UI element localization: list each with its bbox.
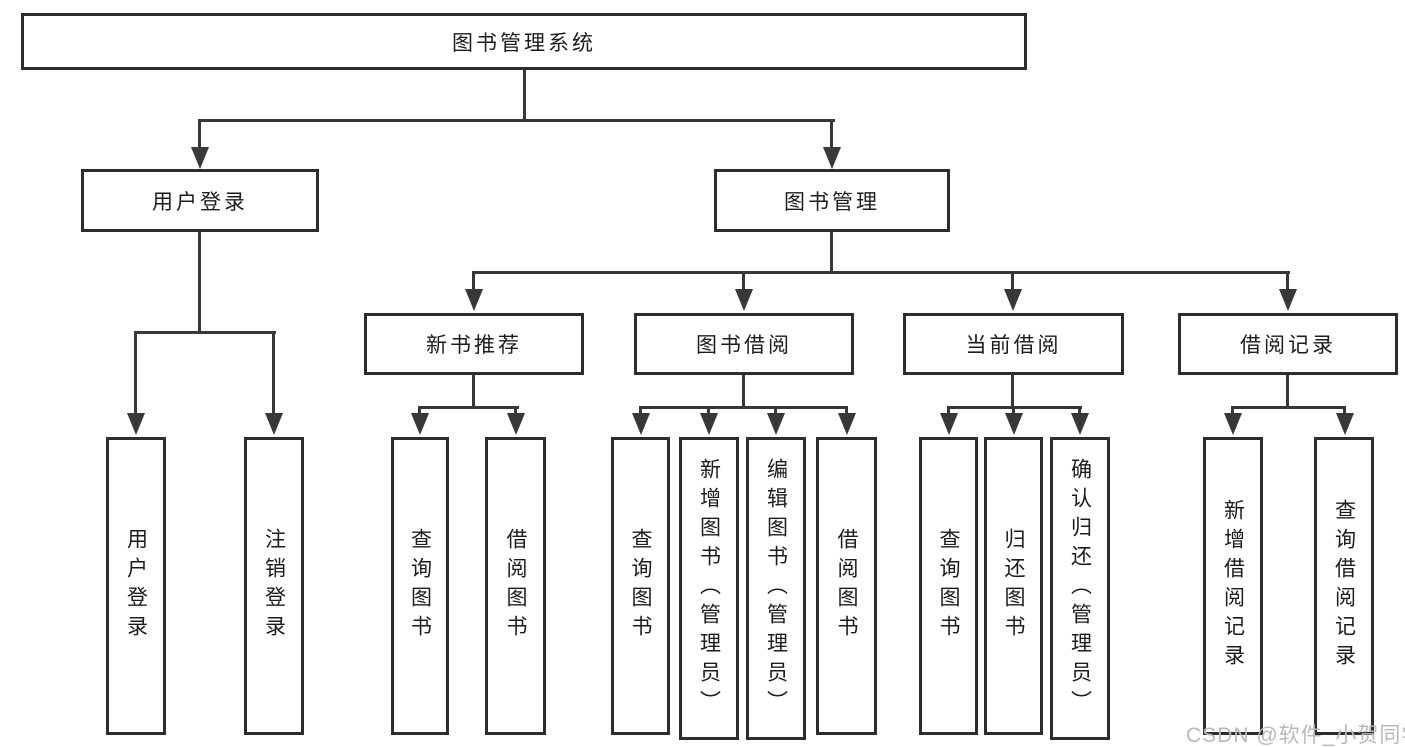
arrow-down-icon — [1004, 289, 1022, 311]
connector-line — [198, 232, 201, 333]
node-book-borrow-label: 图书借阅 — [696, 334, 792, 357]
connector-line — [639, 406, 642, 416]
connector-line — [472, 271, 1290, 274]
arrow-down-icon — [507, 413, 525, 435]
leaf-current-query-book: 查询图书 — [919, 437, 978, 735]
leaf-label: 归还图书 — [1002, 528, 1025, 644]
connector-line — [1231, 406, 1346, 409]
connector-line — [134, 331, 276, 334]
node-root-label: 图书管理系统 — [452, 31, 596, 55]
node-book-management: 图书管理 — [714, 169, 950, 232]
arrow-down-icon — [411, 413, 429, 435]
leaf-borrow-edit-book-admin: 编辑图书（管理员） — [746, 437, 806, 740]
connector-line — [1012, 406, 1015, 416]
leaf-records-query-borrow-record: 查询借阅记录 — [1314, 437, 1374, 735]
arrow-down-icon — [191, 147, 209, 169]
node-current-borrow: 当前借阅 — [903, 313, 1124, 375]
connector-line — [1011, 271, 1014, 291]
node-root-library-system: 图书管理系统 — [21, 13, 1027, 70]
leaf-current-confirm-return-admin: 确认归还（管理员） — [1050, 437, 1110, 740]
connector-line — [472, 271, 475, 291]
leaf-label: 新增借阅记录 — [1221, 499, 1245, 673]
leaf-label: 用户登录 — [124, 528, 148, 644]
leaf-borrow-query-book: 查询图书 — [611, 437, 670, 735]
node-current-borrow-label: 当前借阅 — [965, 334, 1062, 357]
connector-line — [418, 406, 421, 416]
leaf-label: 查询图书 — [937, 528, 960, 644]
arrow-down-icon — [823, 147, 841, 169]
arrow-down-icon — [1336, 413, 1354, 435]
arrow-down-icon — [1005, 413, 1023, 435]
arrow-down-icon — [767, 413, 785, 435]
leaf-label: 注销登录 — [262, 528, 286, 644]
connector-line — [198, 119, 835, 122]
leaf-label: 查询图书 — [629, 528, 652, 644]
node-book-management-label: 图书管理 — [784, 190, 880, 214]
arrow-down-icon — [735, 289, 753, 311]
connector-line — [134, 331, 137, 415]
leaf-recommend-borrow-book: 借阅图书 — [485, 437, 546, 735]
arrow-down-icon — [1071, 413, 1089, 435]
arrow-down-icon — [838, 413, 856, 435]
connector-line — [830, 232, 833, 273]
connector-line — [1011, 375, 1014, 408]
arrow-down-icon — [1224, 413, 1242, 435]
node-new-book-recommend: 新书推荐 — [364, 313, 584, 375]
leaf-label: 确认归还（管理员） — [1068, 458, 1092, 719]
leaf-label: 借阅图书 — [835, 528, 858, 644]
connector-line — [1231, 406, 1234, 416]
node-book-borrow: 图书借阅 — [634, 313, 854, 375]
leaf-label: 查询借阅记录 — [1332, 499, 1356, 673]
connector-line — [845, 406, 848, 416]
leaf-borrow-add-book-admin: 新增图书（管理员） — [679, 437, 739, 740]
connector-line — [1078, 406, 1081, 416]
connector-line — [514, 406, 517, 416]
leaf-label: 查询图书 — [408, 528, 432, 644]
leaf-borrow-borrow-book: 借阅图书 — [816, 437, 877, 735]
connector-line — [947, 406, 950, 416]
connector-line — [774, 406, 777, 416]
connector-line — [639, 406, 848, 409]
leaf-login-logout: 注销登录 — [244, 437, 304, 735]
node-new-book-recommend-label: 新书推荐 — [426, 334, 522, 357]
leaf-login-user-login: 用户登录 — [106, 437, 166, 735]
connector-line — [418, 406, 519, 409]
arrow-down-icon — [265, 413, 283, 435]
node-user-login-label: 用户登录 — [152, 190, 248, 214]
watermark: CSDN @软件_小贺同学 — [1186, 724, 1405, 747]
connector-line — [472, 375, 475, 408]
connector-line — [1343, 406, 1346, 416]
arrow-down-icon — [940, 413, 958, 435]
arrow-down-icon — [632, 413, 650, 435]
leaf-records-add-borrow-record: 新增借阅记录 — [1203, 437, 1263, 735]
connector-line — [523, 70, 526, 120]
connector-line — [707, 406, 710, 416]
connector-line — [1286, 375, 1289, 408]
arrow-down-icon — [700, 413, 718, 435]
leaf-label: 编辑图书（管理员） — [764, 458, 788, 719]
arrow-down-icon — [465, 289, 483, 311]
connector-line — [198, 119, 201, 149]
connector-line — [742, 375, 745, 408]
leaf-current-return-book: 归还图书 — [984, 437, 1043, 735]
connector-line — [830, 119, 833, 149]
connector-line — [1286, 271, 1289, 291]
node-borrow-records-label: 借阅记录 — [1240, 334, 1336, 357]
leaf-label: 新增图书（管理员） — [697, 458, 721, 719]
node-borrow-records: 借阅记录 — [1178, 313, 1398, 375]
connector-line — [272, 331, 275, 415]
leaf-recommend-query-book: 查询图书 — [391, 437, 449, 735]
arrow-down-icon — [1279, 289, 1297, 311]
leaf-label: 借阅图书 — [504, 528, 527, 644]
node-user-login: 用户登录 — [81, 169, 319, 232]
arrow-down-icon — [127, 413, 145, 435]
connector-line — [742, 271, 745, 291]
